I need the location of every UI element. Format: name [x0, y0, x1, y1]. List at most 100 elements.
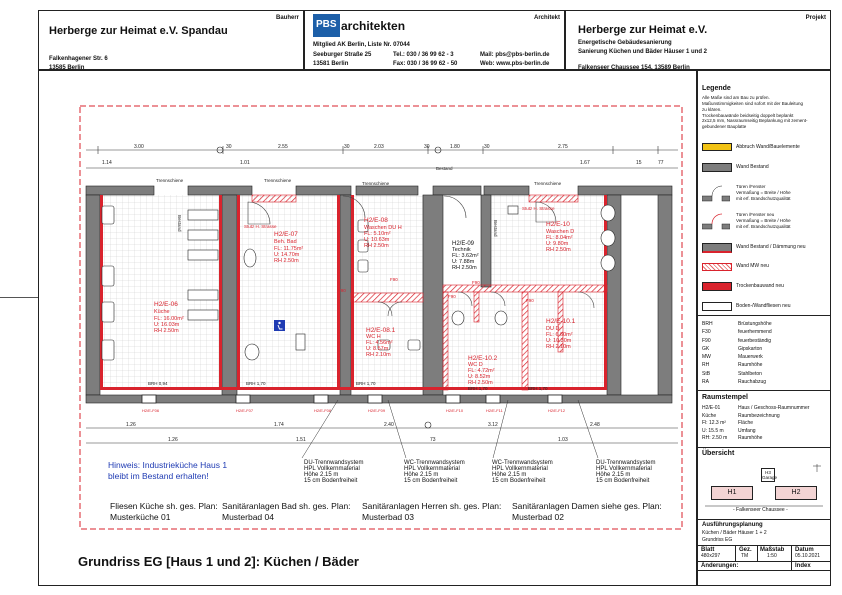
- svg-text:3.12: 3.12: [488, 422, 498, 428]
- svg-text:Trennschiene: Trennschiene: [156, 178, 184, 183]
- room-h2e102-rh: RH 2.50m: [468, 380, 493, 386]
- room-h2e101-rh: RH 2.10m: [546, 344, 571, 350]
- svg-text:1.74: 1.74: [274, 422, 284, 428]
- new-walls-red: [100, 195, 607, 390]
- project-name: Herberge zur Heimat e.V.: [578, 24, 708, 36]
- legend-label-door: Türen /Fenster Vermaßung = Breite / Höhe…: [736, 184, 791, 202]
- note-line: Sanitäranlagen Damen siehe ges. Plan:: [512, 501, 662, 511]
- abbr-key: GK: [702, 345, 710, 352]
- room-h2e09-rh: RH 2.50m: [452, 265, 477, 271]
- abbr-value: Raumhöhe: [738, 362, 763, 369]
- room-h2e10-fl: FL: 8.04m²: [546, 235, 573, 241]
- room-h2e07-id: H2/E-07: [274, 231, 298, 238]
- room-h2e10-name: Waschen D: [546, 229, 574, 235]
- partition-note-2: WC-Trennwandsystem HPL Vollkernmaterial …: [404, 460, 465, 484]
- room-h2e101-u: U: 10.30m: [546, 338, 572, 344]
- legend-swatch-masonry-new: [702, 263, 732, 271]
- plan-frame: [38, 70, 697, 586]
- legend-swatch-drywall-new: [702, 282, 732, 291]
- abbr-row: RH Raumhöhe: [702, 361, 772, 369]
- room-h2e06-u: U: 16.03m: [154, 322, 180, 328]
- titleblock-v-massstab: 1:50: [767, 553, 777, 559]
- svg-text:15: 15: [636, 160, 642, 166]
- abbr-value: feuerhemmend: [738, 329, 772, 336]
- legend-label-wall-insulation: Wand Bestand / Dämmung neu: [736, 244, 806, 250]
- room-stamp-value: Umfang: [738, 427, 756, 434]
- client-city: 13585 Berlin: [49, 65, 85, 71]
- room-h2e07-rh: RH 2.50m: [274, 258, 299, 264]
- room-stamp-key: Fl: 12.3 m²: [702, 420, 726, 427]
- room-h2e081-name: WC H: [366, 334, 381, 340]
- svg-text:BRH 1,70: BRH 1,70: [246, 381, 266, 386]
- legend-label-door-new: Türen /Fenster neu Vermaßung = Breite / …: [736, 212, 791, 230]
- svg-text:H2/E-F11: H2/E-F11: [486, 408, 504, 413]
- titleblock-hline: [697, 545, 831, 546]
- room-h2e06-name: Küche: [154, 309, 170, 315]
- legend-label-demolition: Abbruch Wand/Bauelemente: [736, 144, 800, 150]
- room-h2e10-id: H2/E-10: [546, 221, 570, 228]
- note-line: Sanitäranlagen Herren sh. ges. Plan:: [362, 501, 502, 511]
- legend-intro-line: Alle Maße sind am Bau zu prüfen.: [702, 95, 770, 100]
- abbr-value: Gipskarton: [738, 345, 763, 352]
- svg-text:1.51: 1.51: [296, 437, 306, 443]
- partition-note-line: WC-Trennwandsystem: [404, 460, 465, 466]
- titleblock-h-datum: Datum: [795, 547, 814, 553]
- room-h2e08-id: H2/E-08: [364, 217, 388, 224]
- pbs-logo: PBS: [313, 14, 340, 37]
- svg-text:30: 30: [344, 144, 350, 150]
- abbr-key: StB: [702, 370, 711, 377]
- room-h2e081-fl: FL: 4.56m²: [366, 340, 393, 346]
- room-stamp-title: Raumstempel: [702, 394, 748, 401]
- titleblock-hline: [697, 561, 831, 562]
- note-line: Fliesen Küche sh. ges. Plan:: [110, 501, 218, 511]
- window-tag-labels: H2/E-F06 H2/E-F07 H2/E-F08 H2/E-F09 H2/E…: [142, 408, 566, 413]
- svg-text:H2/E-F07: H2/E-F07: [236, 408, 254, 413]
- abbr-value: Rauchabzug: [738, 379, 767, 386]
- abbr-value: Brüstungshöhe: [738, 321, 772, 327]
- hint-line-1: Hinweis: Industrieküche Haus 1: [108, 460, 228, 470]
- titleblock-v-blatt: 480x297: [701, 553, 721, 559]
- room-h2e08-name: Waschen DU H: [364, 225, 402, 231]
- titleblock-h-index: Index: [795, 563, 811, 569]
- svg-text:Bestand: Bestand: [436, 166, 453, 171]
- svg-text:H2/E-F08: H2/E-F08: [314, 408, 332, 413]
- svg-text:H2/E-F10: H2/E-F10: [446, 408, 464, 413]
- bottom-dimension-texts: 1.26 1.26 1.74 1.51 2.40 73 3.12 1.03 2.…: [126, 422, 600, 443]
- legend-swatch-door: [702, 185, 730, 202]
- overview-house-h3: H3 Garage: [761, 468, 777, 482]
- client-street: Falkenhagener Str. 6: [49, 56, 108, 62]
- room-h2e09-u: U: 7.88m: [452, 259, 475, 265]
- svg-text:F90: F90: [338, 288, 346, 293]
- titleblock-h-aenderungen: Änderungen:: [701, 563, 739, 569]
- svg-text:Trennschiene: Trennschiene: [534, 181, 562, 186]
- svg-text:73: 73: [430, 437, 436, 443]
- svg-text:1.03: 1.03: [558, 437, 568, 443]
- svg-text:H2/E-F12: H2/E-F12: [548, 408, 566, 413]
- svg-text:2.03: 2.03: [374, 144, 384, 150]
- svg-text:3.00: 3.00: [134, 144, 144, 150]
- project-role-label: Projekt: [805, 15, 826, 21]
- accessibility-icon: [274, 320, 285, 331]
- sidebar-frame: [697, 70, 831, 586]
- room-h2e09-fl: FL: 3.62m²: [452, 253, 479, 259]
- plan-title: Grundriss EG [Haus 1 und 2]: Küchen / Bä…: [78, 554, 359, 569]
- svg-text:1.26: 1.26: [126, 422, 136, 428]
- svg-text:F90: F90: [526, 298, 534, 303]
- legend-intro-line: 2x12,5 mm, Nassraumseitig Beplankung mit…: [702, 118, 808, 124]
- overview-h3-label: H3: [765, 470, 771, 475]
- abbr-key: RH: [702, 362, 710, 369]
- room-h2e102-id: H2/E-10.2: [468, 355, 498, 362]
- room-h2e09-id: H2/E-09: [452, 241, 475, 247]
- legend-swatch-tiles-new: [702, 302, 732, 311]
- note-line: Sanitäranlagen Bad sh. ges. Plan:: [222, 501, 351, 511]
- svg-text:H2/E-F06: H2/E-F06: [142, 408, 160, 413]
- hint-line-2: bleibt im Bestand erhalten!: [108, 471, 209, 481]
- partition-note-1: DU-Trennwandsystem HPL Vollkernmaterial …: [304, 460, 363, 484]
- titleblock-hline: [697, 570, 831, 571]
- titleblock-v-gez: TM: [741, 553, 749, 559]
- project-line1: Energetische Gebäudesanierung: [578, 40, 672, 46]
